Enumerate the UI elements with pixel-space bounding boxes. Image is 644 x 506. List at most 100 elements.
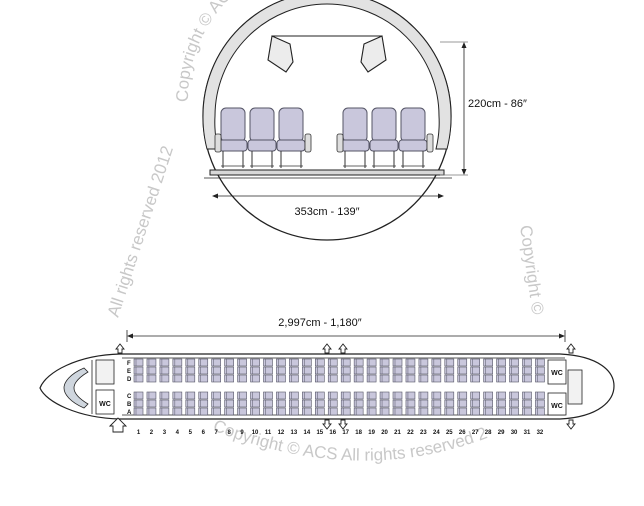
seat[interactable] [263, 366, 273, 375]
seat[interactable] [314, 407, 325, 416]
seat[interactable] [366, 407, 377, 416]
seat[interactable] [483, 407, 493, 416]
seat[interactable] [250, 391, 260, 400]
seat[interactable] [470, 407, 481, 416]
seat[interactable] [392, 407, 403, 416]
seat[interactable] [509, 358, 519, 367]
seat[interactable] [224, 374, 234, 383]
seat[interactable] [263, 407, 273, 416]
seat[interactable] [379, 391, 390, 400]
seat[interactable] [172, 374, 183, 383]
seat[interactable] [276, 374, 286, 383]
seat[interactable] [392, 399, 403, 408]
seat[interactable] [496, 399, 506, 408]
seat[interactable] [340, 366, 351, 375]
seat[interactable] [263, 358, 273, 367]
seat[interactable] [405, 374, 416, 383]
seat[interactable] [522, 391, 532, 400]
seat[interactable] [302, 366, 312, 375]
seat[interactable] [302, 399, 312, 408]
seat[interactable] [327, 391, 338, 400]
seat[interactable] [237, 358, 247, 367]
seat[interactable] [509, 391, 519, 400]
seat[interactable] [535, 358, 545, 367]
seat[interactable] [431, 366, 442, 375]
seat[interactable] [522, 358, 532, 367]
seat[interactable] [250, 399, 260, 408]
seat[interactable] [224, 366, 234, 375]
seat[interactable] [353, 358, 364, 367]
seat[interactable] [379, 407, 390, 416]
seat[interactable] [379, 366, 390, 375]
seat[interactable] [496, 366, 506, 375]
seat[interactable] [211, 391, 221, 400]
seat[interactable] [405, 399, 416, 408]
seat[interactable] [483, 374, 493, 383]
seat[interactable] [250, 358, 260, 367]
seat[interactable] [146, 366, 157, 375]
seat[interactable] [431, 358, 442, 367]
seat[interactable] [133, 366, 144, 375]
seat[interactable] [418, 374, 429, 383]
seat[interactable] [379, 374, 390, 383]
seat[interactable] [185, 366, 196, 375]
seat[interactable] [535, 407, 545, 416]
seat[interactable] [146, 399, 157, 408]
seat[interactable] [392, 391, 403, 400]
seat[interactable] [444, 358, 455, 367]
seat[interactable] [470, 366, 481, 375]
seat[interactable] [263, 374, 273, 383]
seat[interactable] [483, 399, 493, 408]
seat[interactable] [444, 366, 455, 375]
seat[interactable] [340, 407, 351, 416]
seat[interactable] [133, 374, 144, 383]
seat[interactable] [327, 366, 338, 375]
seat[interactable] [444, 391, 455, 400]
seat[interactable] [250, 366, 260, 375]
seat[interactable] [522, 407, 532, 416]
seat[interactable] [418, 358, 429, 367]
seat[interactable] [146, 358, 157, 367]
seat[interactable] [198, 399, 209, 408]
seat[interactable] [146, 374, 157, 383]
seat[interactable] [198, 358, 209, 367]
seat[interactable] [327, 358, 338, 367]
seat[interactable] [418, 399, 429, 408]
seat[interactable] [496, 391, 506, 400]
seat[interactable] [457, 391, 468, 400]
seat[interactable] [224, 391, 234, 400]
seat[interactable] [263, 391, 273, 400]
seat[interactable] [172, 391, 183, 400]
seat[interactable] [159, 391, 170, 400]
seat[interactable] [366, 374, 377, 383]
seat[interactable] [483, 391, 493, 400]
seat[interactable] [263, 399, 273, 408]
seat[interactable] [366, 399, 377, 408]
seat[interactable] [198, 407, 209, 416]
seat[interactable] [327, 374, 338, 383]
seat[interactable] [366, 391, 377, 400]
seat[interactable] [392, 358, 403, 367]
seat[interactable] [185, 407, 196, 416]
seat[interactable] [211, 358, 221, 367]
seat[interactable] [250, 407, 260, 416]
seat[interactable] [353, 399, 364, 408]
seat[interactable] [146, 407, 157, 416]
seat[interactable] [289, 358, 299, 367]
seat[interactable] [496, 374, 506, 383]
seat[interactable] [327, 407, 338, 416]
seat[interactable] [276, 366, 286, 375]
seat[interactable] [314, 374, 325, 383]
seat[interactable] [159, 407, 170, 416]
seat[interactable] [237, 374, 247, 383]
seat[interactable] [509, 374, 519, 383]
seat[interactable] [250, 374, 260, 383]
seat[interactable] [535, 391, 545, 400]
seat[interactable] [418, 407, 429, 416]
seat[interactable] [172, 366, 183, 375]
seat[interactable] [211, 407, 221, 416]
seat[interactable] [483, 366, 493, 375]
seat[interactable] [353, 391, 364, 400]
seat[interactable] [418, 391, 429, 400]
seat[interactable] [522, 374, 532, 383]
